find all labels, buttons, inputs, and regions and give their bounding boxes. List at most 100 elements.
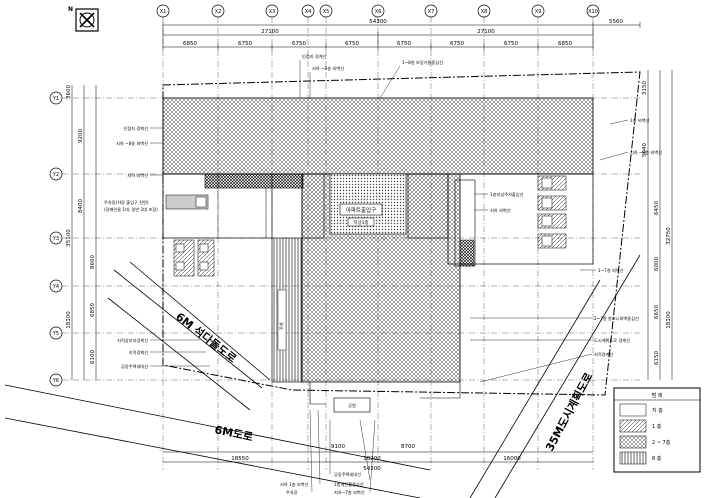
grid-bubble-x5: X5 [319, 4, 333, 470]
svg-text:1 층: 1 층 [652, 423, 662, 430]
dim-bottom-mid-a: 9100 [331, 444, 345, 450]
floor-1-core [301, 173, 325, 239]
dim-left-5: 6850 [90, 303, 96, 317]
legend-row-floor-8: 8 층 [619, 451, 662, 465]
svg-text:지 층: 지 층 [652, 407, 663, 414]
dim-left-4: 8600 [90, 255, 96, 269]
road-right: 35M도시계획도로 [542, 370, 595, 453]
svg-text:X5: X5 [323, 9, 330, 15]
ann-left-c: 지하 외벽선 [127, 172, 148, 179]
svg-text:Y4: Y4 [52, 284, 59, 290]
small-annex-label: 공원 [348, 402, 356, 408]
ann-mid-c: 공동주택세대선 [121, 363, 148, 370]
dim-bottom-mid-c: 8700 [401, 444, 415, 450]
ann-bot-c: 지하~7층 외벽선 [334, 489, 365, 496]
dim-bottom-left: 18550 [231, 456, 249, 462]
dim-right-5: 6650 [654, 305, 660, 319]
floor-1-core-right [407, 173, 449, 239]
grid-bubble-x9: X9 [531, 4, 545, 470]
dim-right-total-2: 18100 [666, 311, 672, 329]
svg-text:X10: X10 [588, 9, 598, 15]
top-dimensions [162, 22, 641, 50]
grid-bubble-x8: X8 [477, 4, 491, 470]
grid-bubble-x4: X4 [301, 4, 315, 470]
svg-text:X6: X6 [375, 9, 382, 15]
svg-text:Y5: Y5 [52, 331, 59, 337]
entrance-label: 아파트출입구 [346, 206, 376, 214]
dim-right-half: 27100 [477, 29, 495, 35]
ann-right-a: 1층 외벽선 [630, 117, 650, 124]
ramp-label: 주차 [278, 322, 285, 330]
right-dimensions [647, 70, 673, 380]
dim-right-2: 5040 [642, 143, 648, 157]
svg-text:X8: X8 [481, 9, 488, 15]
svg-text:2 ~ 7층: 2 ~ 7층 [652, 439, 671, 446]
svg-text:X3: X3 [269, 9, 276, 15]
dim-left-half: 27100 [261, 29, 279, 35]
ann-left-b: 지하 ~8층 외벽선 [116, 140, 148, 147]
dim-right-1: 3150 [642, 81, 648, 95]
entrance-sublabel: 지상1층 [353, 219, 368, 226]
ann-right-f: 2~7층 발코니외벽중심선 [594, 315, 639, 322]
ann-bot-e: 주차장 [286, 489, 298, 496]
ann-right-d: 지하 외벽선 [490, 207, 511, 214]
dim-bay-5: 6750 [397, 41, 411, 47]
ann-right-c: 1층지상주차출입선 [490, 191, 524, 198]
dim-bay-7: 6750 [504, 41, 518, 47]
dim-overall-top: 54300 [369, 19, 387, 25]
dim-right-6: 6150 [654, 351, 660, 365]
dim-bottom-right: 16000 [503, 456, 521, 462]
dim-right-4: 6000 [654, 257, 660, 271]
svg-text:X1: X1 [160, 9, 167, 15]
svg-text:Y6: Y6 [52, 378, 59, 384]
entrance-label-box [339, 203, 383, 216]
dim-left-2: 9200 [78, 129, 84, 143]
ann-top-a: 인접지 경계선 [302, 53, 327, 60]
dim-left-total-2: 18100 [66, 311, 72, 329]
left-dimensions [71, 85, 97, 380]
grid-bubble-x6: X6 [371, 4, 385, 470]
svg-text:X2: X2 [215, 9, 222, 15]
north-arrow-icon: N [68, 6, 99, 32]
grid-bubble-x7: X7 [424, 4, 438, 470]
ann-mid-b: 지적경계선 [129, 349, 148, 356]
svg-text:X9: X9 [535, 9, 542, 15]
legend: 범 례 지 층 1 층 2 ~ 7층 8 층 [613, 387, 701, 473]
legend-row-basement: 지 층 [619, 403, 663, 417]
grid-bubbles-top: X1 X2 X3 X4 X5 X6 X7 X8 X9 X10 [156, 4, 600, 470]
dim-bay-2: 6750 [238, 41, 252, 47]
ann-bot-a: 공동주택세대선 [334, 471, 361, 478]
dim-bay-4: 6750 [345, 41, 359, 47]
svg-text:Y2: Y2 [52, 172, 59, 178]
svg-text:X4: X4 [305, 9, 312, 15]
ann-bot-b: 지하 1층 외벽선 [280, 481, 309, 488]
dim-left-6: 6100 [90, 350, 96, 364]
svg-text:8 층: 8 층 [652, 455, 662, 462]
ann-right-g: 도시계획도로 경계선 [594, 337, 630, 344]
ann-top-b: 지하 ~8층 외벽선 [312, 65, 344, 72]
ann-left-e: (장애인용 1대, 일반 2대 포함) [104, 206, 158, 213]
grid-bubble-x3: X3 [265, 4, 279, 470]
dim-bay-3: 6750 [292, 41, 306, 47]
ann-left-a: 인접지 경계선 [124, 125, 149, 132]
roads [4, 254, 641, 498]
svg-text:Y3: Y3 [52, 236, 59, 242]
ann-top-c: 1~8층 보강기둥중심선 [402, 59, 443, 66]
legend-row-floor-1: 1 층 [619, 419, 662, 433]
right-parking-zone [447, 173, 594, 265]
ann-right-e: 1~7층 외벽선 [598, 267, 624, 274]
floor-8-zone [162, 97, 594, 175]
small-annex [333, 397, 371, 413]
dim-left-1: 3600 [66, 85, 72, 99]
legend-title: 범 례 [652, 392, 663, 399]
ann-right-h: 지적경계선 [594, 351, 613, 358]
dim-right-total-1: 32750 [666, 227, 672, 245]
ann-mid-a: 지적상부지경계선 [117, 337, 148, 344]
ramp-strip [271, 237, 303, 383]
svg-text:N: N [68, 6, 73, 13]
legend-row-floor-2-7: 2 ~ 7층 [619, 435, 671, 449]
dim-right-edge-top: 5560 [609, 19, 623, 25]
ann-bot-d: 1층계단홀중심선 [334, 481, 364, 488]
grid-bubble-x1: X1 [156, 4, 170, 470]
